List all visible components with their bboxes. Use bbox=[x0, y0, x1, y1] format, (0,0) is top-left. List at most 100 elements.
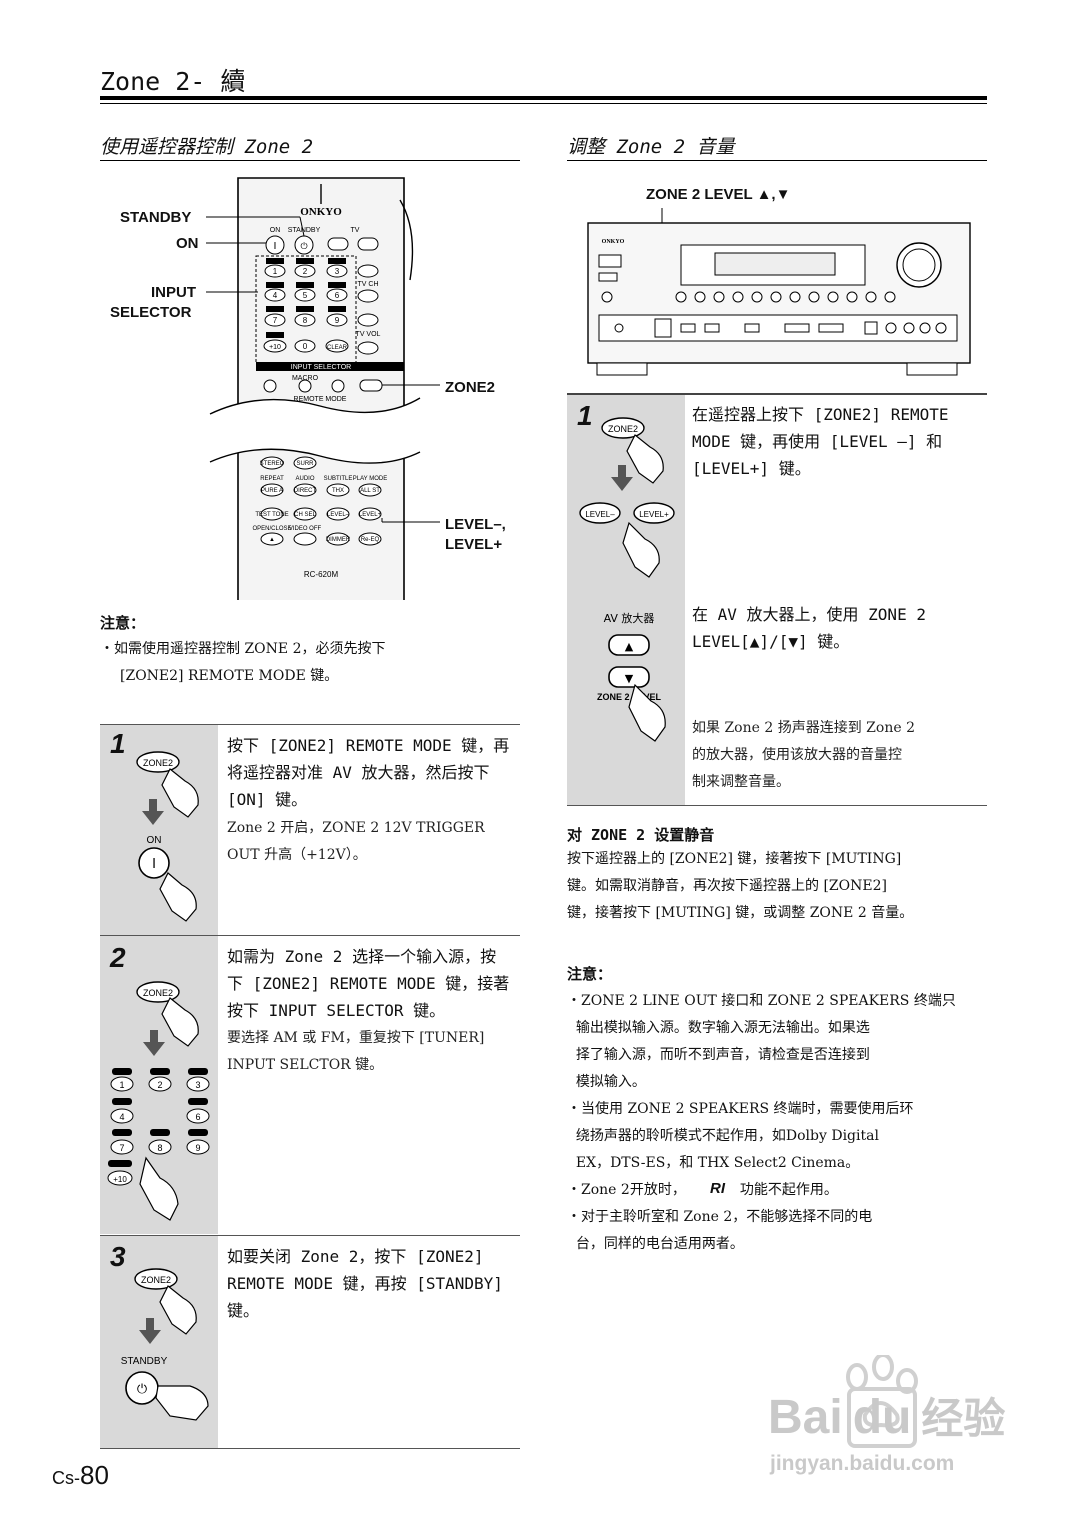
right-step-2-main-2: LEVEL[▲]/[▼] 键。 bbox=[692, 632, 850, 651]
svg-text:PURE A: PURE A bbox=[261, 488, 283, 494]
step-3-standby-label: STANDBY bbox=[121, 1356, 168, 1367]
svg-text:9: 9 bbox=[335, 316, 340, 325]
svg-text:Re-EQ: Re-EQ bbox=[361, 537, 380, 543]
right-step-2-amp-label: AV 放大器 bbox=[604, 611, 655, 625]
svg-text:5: 5 bbox=[303, 291, 308, 300]
callout-zone2: ZONE2 bbox=[445, 379, 496, 396]
callout-on: ON bbox=[176, 235, 199, 252]
step-1-main-3: [ON] 键。 bbox=[227, 790, 308, 809]
remote-label-tvvol: TV VOL bbox=[356, 331, 381, 338]
right-step-1-zone2-button: ZONE2 bbox=[608, 424, 638, 434]
remote-label-subtitle: SUBTITLE bbox=[324, 476, 353, 482]
right-note-line-7: EX，DTS-ES，和 THX Select2 Cinema。 bbox=[567, 1155, 860, 1171]
remote-illustration: ONKYO ON STANDBY TV I ⏻ 1 2 3 4 5 6 7 8 … bbox=[206, 177, 440, 600]
right-note-line-3: 择了输入源，而听不到声音，请检查是否连接到 bbox=[567, 1047, 870, 1063]
right-step-1-level-plus: LEVEL+ bbox=[639, 510, 669, 519]
left-note-heading: 注意： bbox=[100, 614, 146, 632]
callout-level-minus: LEVEL–, bbox=[445, 516, 506, 533]
svg-text:8: 8 bbox=[157, 1143, 162, 1153]
remote-label-videooff: VIDEO OFF bbox=[289, 526, 322, 532]
step-1-main-2: 将遥控器对准 AV 放大器，然后按下 bbox=[227, 763, 490, 782]
svg-text:LEVEL–: LEVEL– bbox=[327, 512, 350, 518]
left-note-line-2: [ZONE2] REMOTE MODE 键。 bbox=[120, 668, 339, 684]
svg-text:ALL ST: ALL ST bbox=[360, 488, 380, 494]
step-2-sub-1: 要选择 AM 或 FM，重复按下 [TUNER] bbox=[227, 1030, 485, 1046]
remote-label-standby: STANDBY bbox=[288, 227, 321, 234]
remote-label-audio: AUDIO bbox=[295, 476, 314, 482]
callout-input: INPUT bbox=[151, 284, 196, 301]
callout-level-plus: LEVEL+ bbox=[445, 536, 503, 553]
step-2-main-2: 下 [ZONE2] REMOTE MODE 键，接著 bbox=[227, 974, 510, 993]
step-3-main-3: 键。 bbox=[227, 1301, 260, 1320]
svg-text:+10: +10 bbox=[113, 1175, 127, 1184]
step-2-zone2-button: ZONE2 bbox=[143, 988, 173, 998]
step-3-zone2-button: ZONE2 bbox=[141, 1275, 171, 1285]
paw-watermark-icon bbox=[846, 1355, 918, 1428]
step-1-main-1: 按下 [ZONE2] REMOTE MODE 键，再 bbox=[227, 736, 510, 755]
remote-brand: ONKYO bbox=[300, 206, 342, 218]
right-note-line-1: ・ZONE 2 LINE OUT 接口和 ZONE 2 SPEAKERS 终端只 bbox=[567, 993, 956, 1009]
svg-text:4: 4 bbox=[119, 1112, 124, 1122]
mute-heading: 对 ZONE 2 设置静音 bbox=[567, 826, 715, 844]
watermark-bai: Bai bbox=[768, 1391, 843, 1444]
step-1-illustration: ZONE2 ON I bbox=[136, 751, 199, 922]
mute-line-2: 键。如需取消静音，再次按下遥控器上的 [ZONE2] bbox=[567, 878, 887, 894]
step-3-main-1: 如要关闭 Zone 2，按下 [ZONE2] bbox=[227, 1247, 484, 1266]
step-2-sub-2: INPUT SELCTOR 键。 bbox=[227, 1057, 384, 1073]
right-step-1-main-3: [LEVEL+] 键。 bbox=[692, 459, 811, 478]
right-note-line-5: ・当使用 ZONE 2 SPEAKERS 终端时，需要使用后环 bbox=[567, 1101, 914, 1117]
svg-text:6: 6 bbox=[195, 1112, 200, 1122]
step-2-main-3: 按下 INPUT SELECTOR 键。 bbox=[227, 1001, 446, 1020]
left-section-rule bbox=[100, 160, 520, 161]
step-3-standby-button: ⏻ bbox=[137, 1382, 147, 1397]
remote-label-tv: TV bbox=[351, 227, 360, 234]
step-3-main-2: REMOTE MODE 键，再按 [STANDBY] bbox=[227, 1274, 503, 1293]
svg-text:6: 6 bbox=[335, 291, 340, 300]
step-rule bbox=[100, 724, 520, 725]
svg-text:⏻: ⏻ bbox=[300, 241, 307, 252]
title-rule-thin bbox=[100, 103, 987, 104]
svg-text:7: 7 bbox=[119, 1143, 124, 1153]
step-1-on-label: ON bbox=[147, 835, 162, 846]
right-step-2-up: ▲ bbox=[625, 640, 634, 653]
step-rule bbox=[100, 1448, 520, 1449]
page-number: Cs-80 bbox=[52, 1460, 109, 1491]
step-1-sub-2: OUT 升高（+12V）。 bbox=[227, 847, 367, 863]
svg-text:1: 1 bbox=[119, 1080, 124, 1090]
right-step-1-level-minus: LEVEL– bbox=[585, 510, 615, 519]
right-note-heading: 注意： bbox=[567, 965, 613, 983]
svg-text:4: 4 bbox=[273, 291, 278, 300]
step-2-main-1: 如需为 Zone 2 选择一个输入源，按 bbox=[227, 947, 497, 966]
right-step-1-main-2: MODE 键，再使用 [LEVEL –] 和 bbox=[692, 432, 943, 451]
remote-label-playmode: PLAY MODE bbox=[353, 476, 387, 482]
svg-text:7: 7 bbox=[273, 316, 278, 325]
right-note-line-10: ・对于主聆听室和 Zone 2，不能够选择不同的电 bbox=[567, 1209, 873, 1225]
remote-label-remotemode: REMOTE MODE bbox=[294, 396, 347, 403]
ri-logo: RI bbox=[710, 1180, 725, 1197]
remote-label-tvch: TV CH bbox=[358, 281, 379, 288]
right-note-line-4: 模拟输入。 bbox=[567, 1074, 646, 1090]
right-note-line-6: 绕扬声器的聆听模式不起作用，如Dolby Digital bbox=[567, 1128, 879, 1144]
right-step-1-main-1: 在遥控器上按下 [ZONE2] REMOTE bbox=[692, 405, 949, 424]
right-note-line-9: 功能不起作用。 bbox=[731, 1182, 838, 1198]
right-note-line-8: ・Zone 2开放时， bbox=[567, 1182, 686, 1198]
right-section-heading: 调整 Zone 2 音量 bbox=[567, 136, 735, 158]
receiver-brand: ONKYO bbox=[602, 239, 625, 245]
step-rule bbox=[100, 1235, 520, 1236]
step-1-zone2-button: ZONE2 bbox=[143, 758, 173, 768]
svg-text:CLEAR: CLEAR bbox=[327, 345, 348, 351]
right-step-2-zone-label: ZONE 2 LEVEL bbox=[597, 692, 662, 702]
svg-text:▲: ▲ bbox=[269, 537, 275, 543]
watermark-du: du bbox=[846, 1387, 918, 1448]
title-rule bbox=[100, 96, 987, 100]
mute-line-3: 键，接著按下 [MUTING] 键，或调整 ZONE 2 音量。 bbox=[567, 905, 914, 921]
right-step-illustration: ZONE2 LEVEL– LEVEL+ AV 放大器 ▲ ▼ ZONE 2 LE… bbox=[579, 417, 675, 742]
right-step-illustration-box bbox=[567, 395, 685, 805]
right-step-2-sub-1: 如果 Zone 2 扬声器连接到 Zone 2 bbox=[692, 720, 915, 736]
remote-label-macro: MACRO bbox=[292, 375, 319, 382]
right-step-2-main-1: 在 AV 放大器上，使用 ZONE 2 bbox=[692, 605, 926, 624]
svg-text:DIRECT: DIRECT bbox=[294, 488, 317, 494]
remote-model: RC-620M bbox=[304, 570, 339, 579]
remote-label-repeat: REPEAT bbox=[260, 476, 284, 482]
